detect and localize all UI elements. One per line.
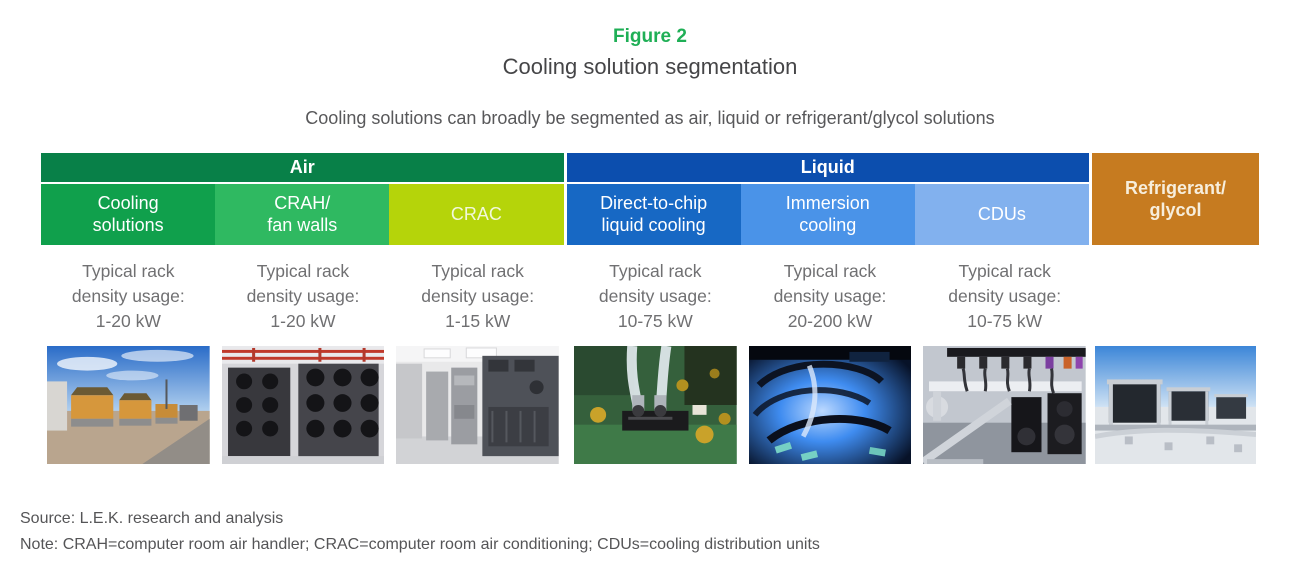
rooftop-cooling-towers-photo [1095,345,1256,464]
crac-units-room-image [396,345,560,464]
density-cdus: Typical rack density usage: 10-75 kW [917,259,1092,334]
density-value: 20-200 kW [787,310,873,331]
density-value: 1-20 kW [270,310,336,331]
density-label: Typical rack density usage: [71,261,185,306]
refrigerant-group: Refrigerant/ glycol [1092,153,1259,245]
photo-air-group [41,345,565,464]
density-crac: Typical rack density usage: 1-15 kW [390,259,565,334]
photo-row [41,345,1259,464]
air-group-header: Air [41,153,564,182]
figure-subtitle: Cooling solutions can broadly be segment… [305,108,995,128]
density-crah-fan-walls: Typical rack density usage: 1-20 kW [216,259,391,334]
density-direct-to-chip: Typical rack density usage: 10-75 kW [568,259,743,334]
cell-immersion-cooling: Immersion cooling [740,184,915,245]
rooftop-cooling-towers-image [1095,345,1256,464]
crac-units-room-photo [390,345,565,464]
liquid-group-cells: Direct-to-chip liquid cooling Immersion … [566,184,1090,245]
cdu-manifold-equipment-photo [917,345,1092,464]
photo-liquid-group [568,345,1092,464]
air-group-cells: Cooling solutions CRAH/ fan walls CRAC [41,184,564,245]
density-immersion-cooling: Typical rack density usage: 20-200 kW [743,259,918,334]
segmentation-table: Air Cooling solutions CRAH/ fan walls CR… [41,153,1259,245]
direct-to-chip-circuit-board-tubes-photo [568,345,743,464]
liquid-group-header: Liquid [566,153,1089,182]
density-label: Typical rack density usage: [598,261,712,306]
fan-wall-units-photo [216,345,391,464]
cell-crac: CRAC [389,184,564,245]
density-value: 10-75 kW [967,310,1043,331]
density-refrigerant-spacer [1092,259,1259,334]
outdoor-data-center-cooling-units-photo [41,345,216,464]
density-label: Typical rack density usage: [421,261,535,306]
density-value: 10-75 kW [617,310,693,331]
note-line: Note: CRAH=computer room air handler; CR… [20,535,820,553]
cell-cooling-solutions: Cooling solutions [41,184,216,245]
density-row: Typical rack density usage: 1-20 kW Typi… [41,259,1259,334]
figure-footer: Source: L.E.K. research and analysis Not… [20,510,1300,554]
figure-label: Figure 2 [613,26,687,47]
immersion-cooling-tank-photo [743,345,918,464]
source-line: Source: L.E.K. research and analysis [20,509,284,527]
density-value: 1-20 kW [95,310,161,331]
figure-title: Cooling solution segmentation [502,54,798,79]
density-value: 1-15 kW [445,310,511,331]
photo-refrigerant-group [1092,345,1259,464]
density-cooling-solutions: Typical rack density usage: 1-20 kW [41,259,216,334]
liquid-group: Liquid Direct-to-chip liquid cooling Imm… [566,153,1090,245]
immersion-cooling-tank-image [748,345,912,464]
density-label: Typical rack density usage: [773,261,887,306]
cell-cdus: CDUs [914,184,1090,245]
fan-wall-units-image [221,345,385,464]
cell-crah-fan-walls: CRAH/ fan walls [215,184,390,245]
cdu-manifold-equipment-image [923,345,1087,464]
air-group: Air Cooling solutions CRAH/ fan walls CR… [41,153,564,245]
density-air-group: Typical rack density usage: 1-20 kW Typi… [41,259,565,334]
outdoor-data-center-cooling-units-image [47,345,210,464]
density-liquid-group: Typical rack density usage: 10-75 kW Typ… [568,259,1092,334]
density-label: Typical rack density usage: [246,261,360,306]
cell-refrigerant-glycol: Refrigerant/ glycol [1092,153,1259,245]
cell-direct-to-chip: Direct-to-chip liquid cooling [566,184,741,245]
figure-titles: Figure 2 Cooling solution segmentation C… [0,0,1300,129]
density-label: Typical rack density usage: [948,261,1062,306]
direct-to-chip-circuit-board-image [574,345,737,464]
